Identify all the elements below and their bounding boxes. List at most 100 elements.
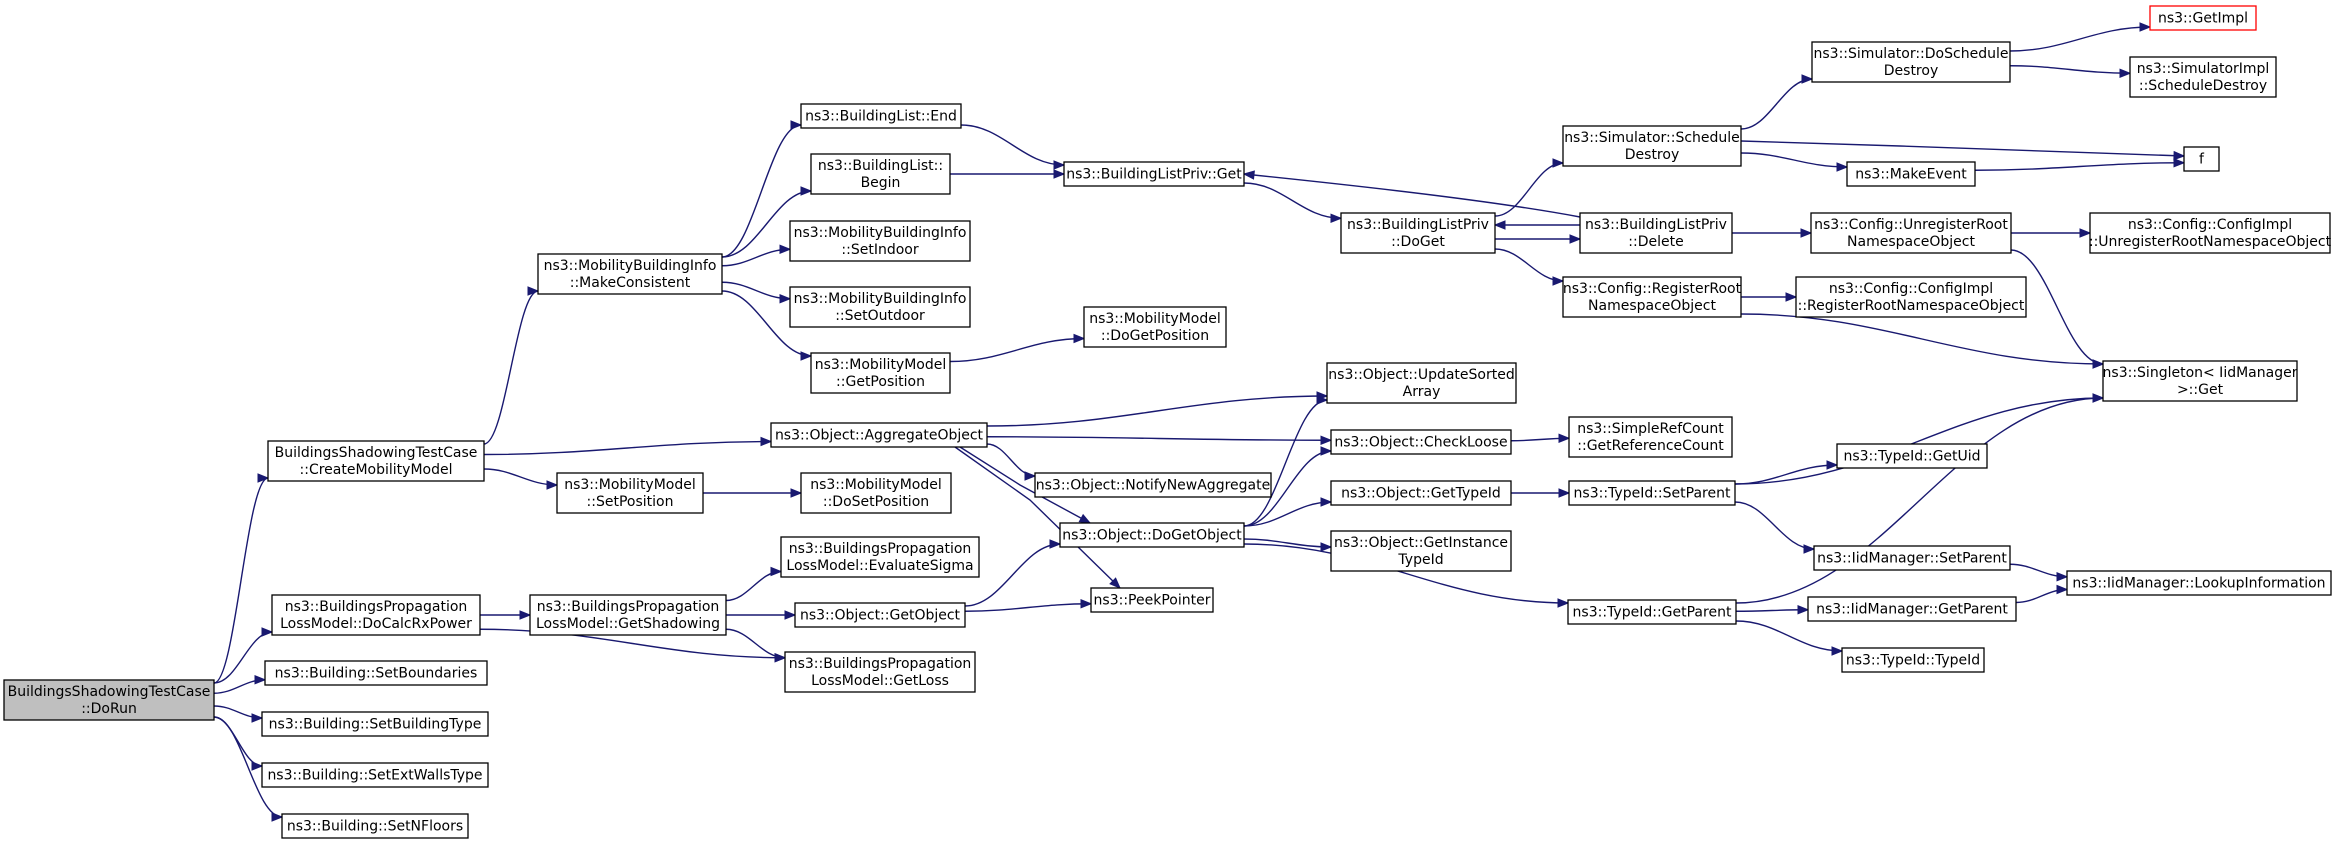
node-ns3-buildingspropagation-lossmodel-docalcrxpower[interactable]: ns3::BuildingsPropagationLossModel::DoCa… xyxy=(271,594,481,636)
node-box xyxy=(1795,276,2027,318)
node-ns3-typeid-getparent[interactable]: ns3::TypeId::GetParent xyxy=(1567,599,1737,625)
node-ns3-iidmanager-lookupinformation[interactable]: ns3::IidManager::LookupInformation xyxy=(2066,570,2332,596)
node-ns3-building-setnfloors[interactable]: ns3::Building::SetNFloors xyxy=(281,813,469,839)
node-ns3-mobilitymodel-setposition[interactable]: ns3::MobilityModel::SetPosition xyxy=(556,472,704,514)
node-ns3-typeid-typeid[interactable]: ns3::TypeId::TypeId xyxy=(1841,647,1985,673)
node-ns3-building-setboundaries[interactable]: ns3::Building::SetBoundaries xyxy=(264,660,488,686)
edge-arrowhead xyxy=(1552,158,1565,168)
node-ns3-mobilitybuildinginfo-setoutdoor[interactable]: ns3::MobilityBuildingInfo::SetOutdoor xyxy=(789,286,971,328)
edge-arrowhead xyxy=(1024,471,1037,481)
node-ns3-config-registerroot-namespaceobject[interactable]: ns3::Config::RegisterRootNamespaceObject xyxy=(1562,276,1742,318)
node-box xyxy=(261,711,489,737)
node-label: ns3::Singleton< IidManager xyxy=(2103,365,2298,381)
node-box xyxy=(1063,161,1245,187)
node-box xyxy=(1034,472,1272,498)
edge-ns3-object-aggregateobject-to-ns3-object-notifynewaggregate xyxy=(986,443,1036,477)
node-f[interactable]: f xyxy=(2183,146,2220,172)
node-label: ns3::MakeEvent xyxy=(1855,167,1967,183)
node-ns3-object-dogetobject[interactable]: ns3::Object::DoGetObject xyxy=(1059,522,1245,548)
node-label: ::DoGetPosition xyxy=(1101,328,1209,344)
edge-ns3-typeid-getparent-to-ns3-typeid-typeid xyxy=(1735,620,1843,652)
node-ns3-simulatorimpl-scheduledestroy[interactable]: ns3::SimulatorImpl::ScheduleDestroy xyxy=(2129,56,2277,98)
node-ns3-buildinglist-end[interactable]: ns3::BuildingList::End xyxy=(800,103,962,129)
node-ns3-iidmanager-getparent[interactable]: ns3::IidManager::GetParent xyxy=(1807,596,2017,622)
edge-ns3-object-aggregateobject-to-ns3-peekpointer xyxy=(954,446,1121,589)
node-ns3-mobilitymodel-getposition[interactable]: ns3::MobilityModel::GetPosition xyxy=(810,352,951,394)
edges-layer xyxy=(213,22,2186,822)
node-ns3-makeevent[interactable]: ns3::MakeEvent xyxy=(1846,161,1976,187)
edge-ns3-buildingspropagation-lossmodel-getshadowing-to-ns3-buildingspropagation-lossmodel-evaluatesigma xyxy=(725,570,782,602)
node-box xyxy=(281,813,469,839)
node-buildingsshadowingtestcase-createmobilitymodel[interactable]: BuildingsShadowingTestCase::CreateMobili… xyxy=(267,440,485,482)
node-box xyxy=(794,602,966,628)
node-box xyxy=(1846,161,1976,187)
node-ns3-object-notifynewaggregate[interactable]: ns3::Object::NotifyNewAggregate xyxy=(1034,472,1272,498)
node-ns3-building-setextwallstype[interactable]: ns3::Building::SetExtWallsType xyxy=(261,762,489,788)
node-ns3-buildinglistpriv-delete[interactable]: ns3::BuildingListPriv::Delete xyxy=(1579,212,1733,254)
edge-arrowhead xyxy=(2139,22,2152,32)
node-ns3-buildingspropagation-lossmodel-getloss[interactable]: ns3::BuildingsPropagationLossModel::GetL… xyxy=(784,651,976,693)
node-ns3-object-getobject[interactable]: ns3::Object::GetObject xyxy=(794,602,966,628)
node-ns3-buildingspropagation-lossmodel-getshadowing[interactable]: ns3::BuildingsPropagationLossModel::GetS… xyxy=(529,594,727,636)
edge-arrowhead xyxy=(1797,605,1810,615)
edge-arrowhead xyxy=(2056,584,2069,595)
node-ns3-building-setbuildingtype[interactable]: ns3::Building::SetBuildingType xyxy=(261,711,489,737)
node-ns3-singleton-iidmanager-get[interactable]: ns3::Singleton< IidManager >::Get xyxy=(2102,360,2298,402)
node-ns3-buildingspropagation-lossmodel-evaluatesigma[interactable]: ns3::BuildingsPropagationLossModel::Eval… xyxy=(780,536,980,578)
edge-arrowhead xyxy=(790,120,803,130)
node-label: ns3::IidManager::SetParent xyxy=(1817,551,2007,567)
node-label: ns3::MobilityModel xyxy=(815,357,947,373)
node-ns3-typeid-getuid[interactable]: ns3::TypeId::GetUid xyxy=(1836,443,1988,469)
edge-arrowhead xyxy=(760,436,773,447)
node-box xyxy=(1083,306,1227,348)
node-label: Destroy xyxy=(1884,63,1938,79)
node-ns3-mobilitymodel-dogetposition[interactable]: ns3::MobilityModel::DoGetPosition xyxy=(1083,306,1227,348)
node-ns3-buildinglistpriv-get[interactable]: ns3::BuildingListPriv::Get xyxy=(1063,161,1245,187)
node-ns3-simulator-schedule-destroy[interactable]: ns3::Simulator::ScheduleDestroy xyxy=(1562,125,1742,167)
edge-buildingsshadowingtestcase-dorun-to-buildingsshadowingtestcase-createmobilitymodel xyxy=(213,477,269,684)
node-label: NamespaceObject xyxy=(1847,234,1975,250)
nodes-layer: BuildingsShadowingTestCase::DoRun Buildin… xyxy=(3,5,2332,839)
edge-ns3-simulator-doschedule-destroy-to-ns3-simulatorimpl-scheduledestroy xyxy=(2009,65,2131,74)
edge-arrowhead xyxy=(790,488,803,498)
edge-arrowhead xyxy=(1558,433,1571,443)
node-ns3-mobilitybuildinginfo-setindoor[interactable]: ns3::MobilityBuildingInfo::SetIndoor xyxy=(789,220,971,262)
node-ns3-config-configimpl-registerrootnamespaceobject[interactable]: ns3::Config::ConfigImpl::RegisterRootNam… xyxy=(1795,276,2027,318)
node-label: ::GetPosition xyxy=(836,374,925,390)
node-label: LossModel::DoCalcRxPower xyxy=(280,616,472,632)
node-ns3-object-checkloose[interactable]: ns3::Object::CheckLoose xyxy=(1330,429,1512,455)
node-label: ::DoRun xyxy=(81,701,137,717)
node-ns3-getimpl[interactable]: ns3::GetImpl xyxy=(2149,5,2257,31)
node-box xyxy=(1340,212,1496,254)
node-ns3-buildinglist-begin[interactable]: ns3::BuildingList::Begin xyxy=(810,153,951,195)
node-label: ::DoGet xyxy=(1391,234,1445,250)
node-ns3-config-unregisterroot-namespaceobject[interactable]: ns3::Config::UnregisterRootNamespaceObje… xyxy=(1810,212,2012,254)
node-box xyxy=(1562,125,1742,167)
node-ns3-config-configimpl-unregisterrootnamespaceobject[interactable]: ns3::Config::ConfigImpl::UnregisterRootN… xyxy=(2089,212,2332,254)
edge-ns3-buildingspropagation-lossmodel-getshadowing-to-ns3-buildingspropagation-lossmodel-getloss xyxy=(725,628,786,659)
edge-ns3-buildinglistpriv-doget-to-ns3-config-registerroot-namespaceobject xyxy=(1494,248,1564,282)
node-ns3-object-gettypeid[interactable]: ns3::Object::GetTypeId xyxy=(1330,480,1512,506)
edge-arrowhead xyxy=(800,186,813,196)
edge-ns3-typeid-setparent-to-ns3-typeid-getuid xyxy=(1734,464,1838,485)
edge-ns3-object-getobject-to-ns3-peekpointer xyxy=(964,603,1092,612)
node-ns3-mobilitybuildinginfo-makeconsistent[interactable]: ns3::MobilityBuildingInfo::MakeConsisten… xyxy=(537,253,723,295)
edge-ns3-typeid-getparent-to-ns3-singleton-iidmanager-get xyxy=(1735,397,2104,604)
node-box xyxy=(1568,480,1736,506)
node-ns3-peekpointer[interactable]: ns3::PeekPointer xyxy=(1090,587,1214,613)
node-ns3-typeid-setparent[interactable]: ns3::TypeId::SetParent xyxy=(1568,480,1736,506)
node-label: ns3::Object::GetTypeId xyxy=(1341,486,1501,502)
node-ns3-buildinglistpriv-doget[interactable]: ns3::BuildingListPriv::DoGet xyxy=(1340,212,1496,254)
node-label: ns3::Config::ConfigImpl xyxy=(1829,281,1993,297)
node-label: Begin xyxy=(861,175,901,191)
node-label: f xyxy=(2199,152,2205,168)
node-ns3-object-aggregateobject[interactable]: ns3::Object::AggregateObject xyxy=(770,422,988,448)
edge-arrowhead xyxy=(2173,158,2186,168)
node-buildingsshadowingtestcase-dorun[interactable]: BuildingsShadowingTestCase::DoRun xyxy=(3,679,215,721)
node-ns3-iidmanager-setparent[interactable]: ns3::IidManager::SetParent xyxy=(1813,545,2011,571)
node-ns3-mobilitymodel-dosetposition[interactable]: ns3::MobilityModel::DoSetPosition xyxy=(800,472,952,514)
node-ns3-simplerefcount-getreferencecount[interactable]: ns3::SimpleRefCount::GetReferenceCount xyxy=(1568,416,1733,458)
